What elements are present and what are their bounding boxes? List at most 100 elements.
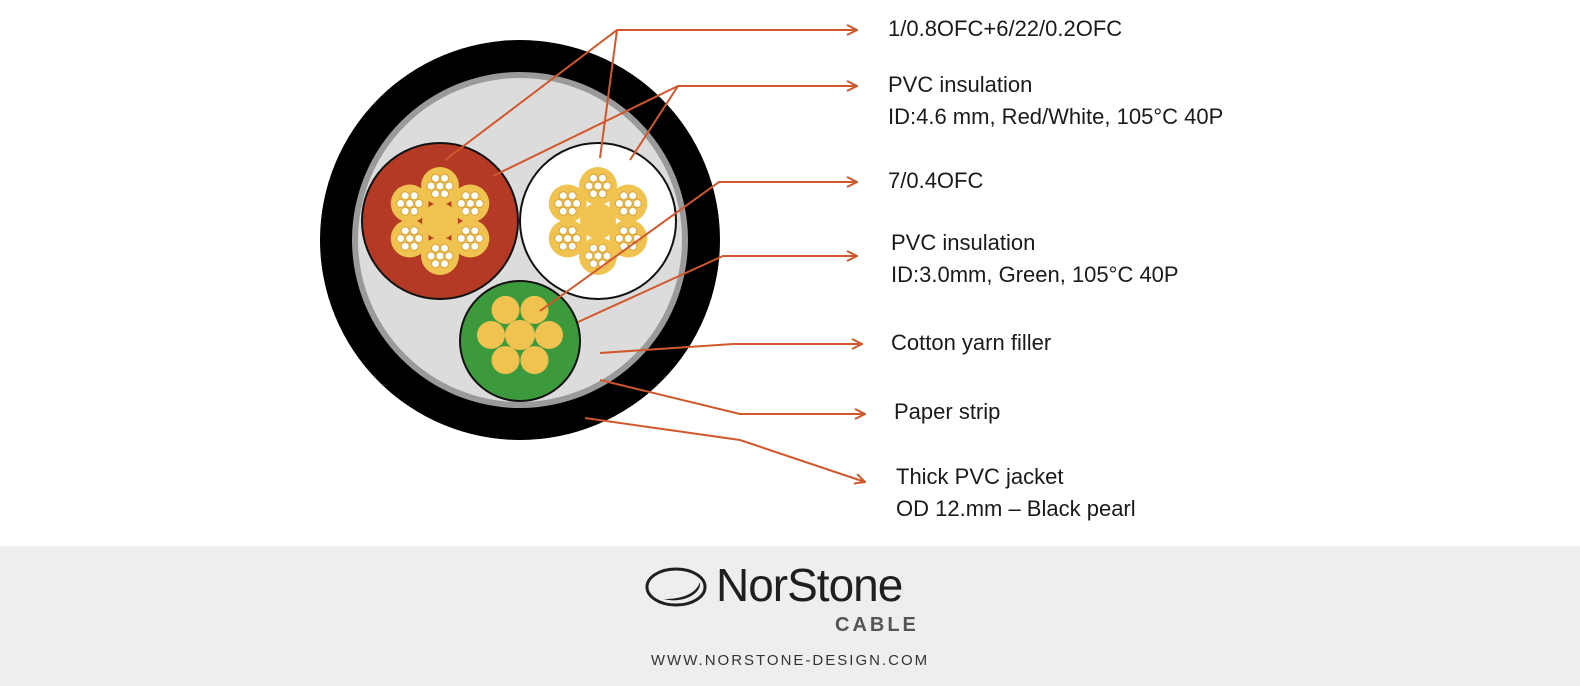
fine-strand (456, 234, 466, 243)
fine-strand (440, 173, 449, 183)
fine-strand (572, 199, 582, 208)
fine-strand (563, 234, 573, 243)
leader-jacket (584, 417, 865, 482)
footer-band (0, 546, 1580, 686)
ground-strand (491, 346, 520, 375)
leader-filler (599, 344, 862, 354)
fine-strand (444, 181, 454, 191)
fine-strand (444, 251, 454, 261)
website-link[interactable]: WWW.NORSTONE-DESIGN.COM (650, 652, 930, 669)
fine-strand (396, 199, 406, 208)
leader-insulation-main-b (629, 85, 679, 161)
fine-strand (414, 199, 424, 208)
fine-strand (405, 199, 415, 208)
fine-strand (567, 226, 577, 236)
white-conductor (519, 142, 677, 300)
fine-strand (558, 241, 568, 251)
leader-conductor-ground (539, 182, 857, 312)
fine-strand (409, 226, 419, 236)
label-filler: Cotton yarn filler (891, 330, 1052, 355)
fine-strand (431, 189, 440, 199)
fine-strand (632, 199, 642, 208)
label-conductor-main: 1/0.8OFC+6/22/0.2OFC (888, 16, 1123, 41)
leader-lines (444, 29, 865, 482)
fine-strand (440, 189, 449, 199)
fine-strand (400, 241, 410, 251)
ground-strand (505, 320, 535, 350)
fine-strand (470, 191, 480, 201)
fine-strand (435, 251, 445, 261)
fine-strand (614, 199, 624, 208)
label-insulation-main-spec: ID:4.6 mm, Red/White, 105°C 40P (888, 104, 1224, 129)
fine-strand (589, 173, 598, 183)
fine-strand (435, 181, 445, 191)
green-ground-conductor (459, 280, 581, 402)
fine-strand (474, 199, 484, 208)
fine-strand (614, 234, 624, 243)
label-paper: Paper strip (894, 399, 1001, 424)
fine-strand (409, 241, 419, 251)
fine-strand (461, 191, 471, 201)
label-insulation-main-title: PVC insulation (888, 72, 1033, 97)
fine-strand (623, 199, 633, 208)
fine-strand (584, 181, 594, 191)
fine-strand (414, 234, 424, 243)
label-jacket-title: Thick PVC jacket (896, 464, 1064, 489)
fine-strand (589, 243, 598, 253)
fine-strand (465, 234, 475, 243)
fine-strand (554, 199, 564, 208)
fine-strand (563, 199, 573, 208)
cable-cross-section-diagram (320, 0, 1580, 546)
fine-strand (589, 259, 598, 269)
label-jacket-spec: OD 12.mm – Black pearl (896, 496, 1136, 521)
fine-strand (598, 243, 607, 253)
fine-strand (619, 206, 629, 216)
ground-strand (535, 321, 563, 349)
fine-strand (396, 234, 406, 243)
label-insulation-ground-spec: ID:3.0mm, Green, 105°C 40P (891, 262, 1179, 287)
fine-strand (426, 251, 436, 261)
fine-strand (470, 226, 480, 236)
fine-strand (628, 191, 638, 201)
fine-strand (593, 251, 603, 261)
fine-strand (470, 206, 480, 216)
leader-conductor-main-b (599, 29, 618, 159)
fine-strand (619, 191, 629, 201)
fine-strand (440, 259, 449, 269)
brand-subtitle: CABLE (835, 614, 919, 636)
fine-strand (409, 191, 419, 201)
fine-strand (470, 241, 480, 251)
fine-strand (598, 189, 607, 199)
fine-strand (554, 234, 564, 243)
fine-strand (440, 243, 449, 253)
fine-strand (474, 234, 484, 243)
fine-strand (628, 206, 638, 216)
fine-strand (593, 181, 603, 191)
leader-paper (599, 379, 865, 414)
ground-strand (477, 321, 505, 349)
fine-strand (431, 259, 440, 269)
brand-name: NorStone (716, 559, 903, 611)
fine-strand (405, 234, 415, 243)
fine-strand (623, 234, 633, 243)
fine-strand (567, 241, 577, 251)
fine-strand (456, 199, 466, 208)
fine-strand (572, 234, 582, 243)
fine-strand (431, 173, 440, 183)
fine-strand (558, 206, 568, 216)
ground-strand (520, 346, 549, 375)
fine-strand (461, 226, 471, 236)
fine-strand (400, 206, 410, 216)
fine-strand (431, 243, 440, 253)
fine-strand (602, 251, 612, 261)
leader-insulation-ground (577, 256, 857, 323)
label-conductor-ground: 7/0.4OFC (888, 168, 984, 193)
fine-strand (567, 206, 577, 216)
fine-strand (628, 226, 638, 236)
fine-strand (567, 191, 577, 201)
red-conductor (361, 142, 519, 300)
fine-strand (400, 191, 410, 201)
label-insulation-ground-title: PVC insulation (891, 230, 1036, 255)
ground-strand (491, 295, 520, 324)
fine-strand (409, 206, 419, 216)
